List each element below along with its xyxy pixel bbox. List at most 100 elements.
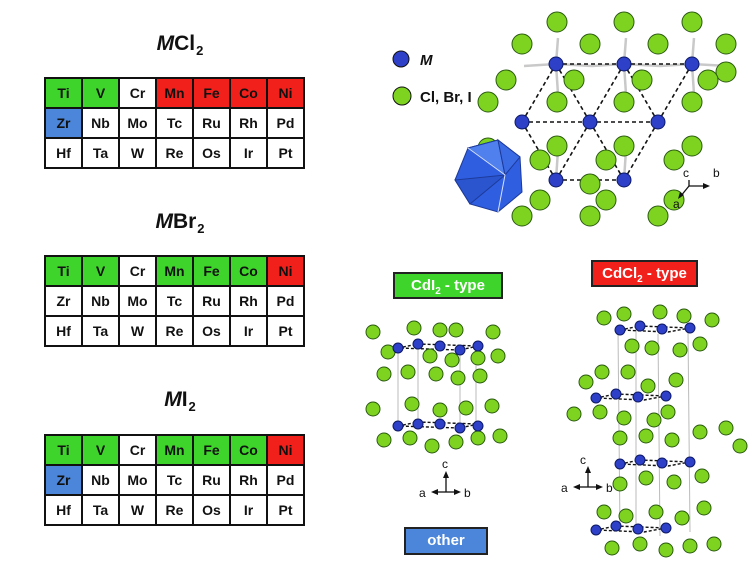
axis-b-cdi2: b [464,486,471,500]
element-cell-v: V [81,255,120,287]
metal-atom [632,391,644,403]
halide-atom [477,91,499,113]
element-cell-ru: Ru [192,464,231,496]
element-cell-ru: Ru [192,107,231,139]
halide-atom [604,540,620,556]
element-cell-ru: Ru [192,285,231,317]
halide-atom [612,430,628,446]
halide-atom [511,205,533,227]
element-cell-ni: Ni [266,434,305,466]
element-cell-w: W [118,494,157,526]
element-cell-pt: Pt [266,315,305,347]
halide-atom [613,11,635,33]
title-mi2: MI2 [164,388,196,414]
cdcl2-structure [566,304,748,558]
halide-atom [664,432,680,448]
element-cell-fe: Fe [192,255,231,287]
halide-atom [704,312,720,328]
element-cell-fe: Fe [192,434,231,466]
metal-atom [610,520,622,532]
element-cell-ti: Ti [44,434,83,466]
cdi2-type-label: CdI2 - type [393,272,503,299]
metal-atom [434,340,446,352]
halide-atom [458,400,474,416]
halide-atom [618,508,634,524]
element-cell-pd: Pd [266,107,305,139]
halide-atom [424,438,440,454]
metal-atom [650,114,666,130]
title-mbr2: MBr2 [155,210,205,236]
halide-atom [484,398,500,414]
element-cell-tc: Tc [155,464,194,496]
legend-metal: M [420,52,433,69]
element-cell-os: Os [192,315,231,347]
metal-atom [472,340,484,352]
element-cell-pd: Pd [266,464,305,496]
halide-atom [529,149,551,171]
metal-atom [656,457,668,469]
element-cell-cr: Cr [118,434,157,466]
element-cell-zr: Zr [44,285,83,317]
halide-atom [715,61,737,83]
axis-b-top: b [713,166,720,180]
element-cell-re: Re [155,137,194,169]
halide-atom [376,432,392,448]
axes-cdcl2: c a b [561,453,613,495]
halide-atom [400,364,416,380]
halide-atom [616,306,632,322]
element-cell-co: Co [229,434,268,466]
halide-atom [715,33,737,55]
halide-atom [428,366,444,382]
element-cell-zr: Zr [44,464,83,496]
other-type-label: other [404,527,488,555]
metal-atom [634,320,646,332]
atom-legend: M Cl, Br, I [392,50,472,106]
halide-atom [444,352,460,368]
element-cell-re: Re [155,494,194,526]
halide-atom [365,324,381,340]
halide-atom [624,338,640,354]
metal-atom [392,420,404,432]
halide-atom [631,69,653,91]
metal-atom [412,418,424,430]
halide-atom [658,542,674,558]
axes-top: c b a [673,166,720,211]
element-cell-co: Co [229,77,268,109]
halide-atom [495,69,517,91]
halide-atom [692,424,708,440]
metal-atom [684,56,700,72]
halide-atom [579,33,601,55]
halide-atom [620,364,636,380]
axis-a-cdi2: a [419,486,426,500]
element-cell-ir: Ir [229,137,268,169]
halide-atom [640,378,656,394]
element-cell-pt: Pt [266,494,305,526]
halide-atom [681,91,703,113]
metal-atom [454,422,466,434]
axis-c-top: c [683,166,689,180]
metal-atom [684,322,696,334]
halide-atom [672,342,688,358]
halide-atom [692,336,708,352]
halide-atom [696,500,712,516]
axis-c-cdi2: c [442,457,448,471]
halide-atom [450,370,466,386]
element-cell-hf: Hf [44,494,83,526]
metal-atom [514,114,530,130]
halide-atom [652,304,668,320]
halide-atom [663,149,685,171]
halide-atom [579,173,601,195]
halide-atom [546,91,568,113]
metal-atom-icon [392,50,410,68]
halide-atom [616,410,632,426]
element-cell-os: Os [192,137,231,169]
element-cell-ir: Ir [229,494,268,526]
halide-atom [402,430,418,446]
metal-atom [548,172,564,188]
metal-atom [412,338,424,350]
halide-atom [563,69,585,91]
halide-atom [596,504,612,520]
element-cell-rh: Rh [229,464,268,496]
